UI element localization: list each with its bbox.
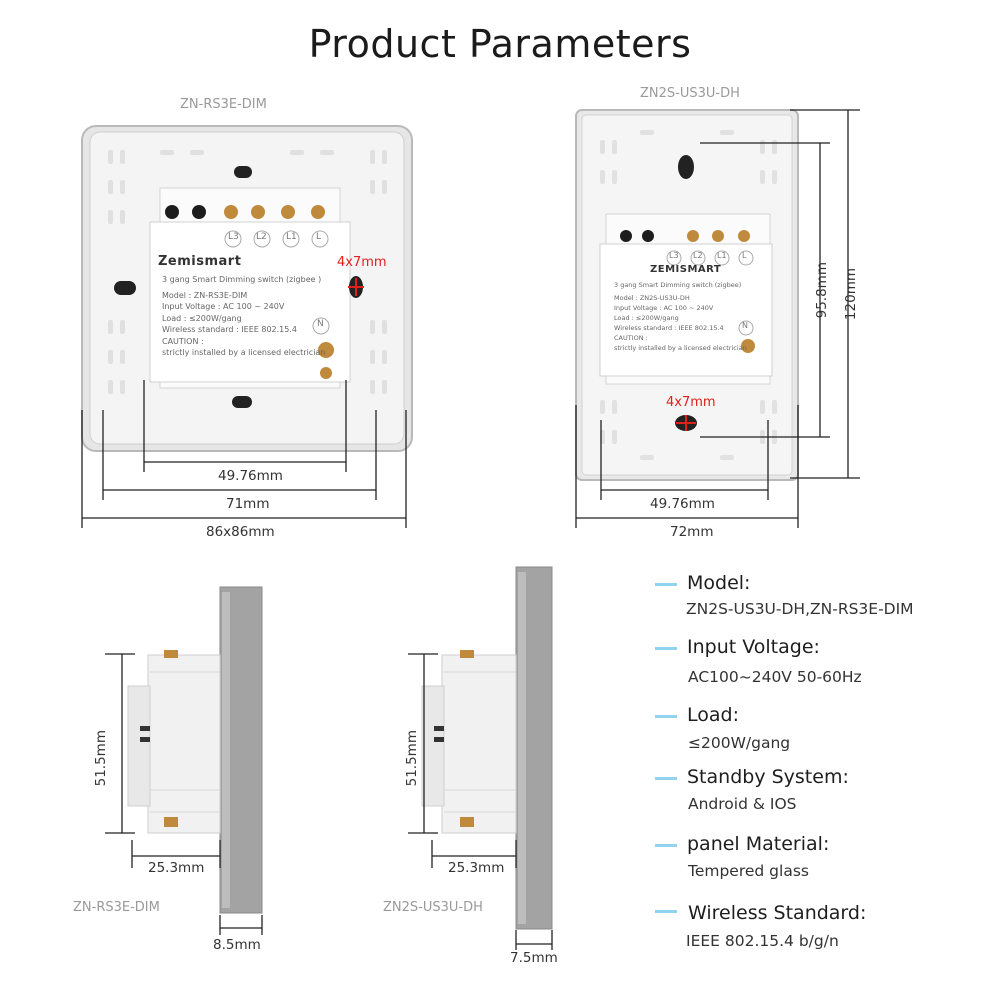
terminal-label: L1 (286, 232, 297, 242)
front-left-brand-logo: Zemismart (158, 254, 242, 269)
front-right-hole-size: 4x7mm (666, 395, 716, 410)
side-right-model-label: ZN2S-US3U-DH (383, 900, 483, 915)
page-title: Product Parameters (308, 22, 692, 66)
spec-value: Tempered glass (688, 862, 809, 880)
module-load-line: Load : ≤200W/gang (162, 313, 242, 323)
front-right-brand-logo: ZEMISMART (650, 264, 722, 275)
spec-label: Load: (687, 704, 739, 726)
bullet-dash (655, 583, 677, 586)
side-right-thickness: 7.5mm (510, 950, 558, 966)
terminal-label: L2 (693, 251, 703, 260)
module-load-line: Load : ≤200W/gang (614, 314, 679, 322)
terminal-label: L (742, 251, 747, 260)
side-right-depth: 25.3mm (448, 860, 505, 876)
terminal-label: L3 (228, 232, 239, 242)
spec-label: panel Material: (687, 833, 830, 855)
spec-value: ZN2S-US3U-DH,ZN-RS3E-DIM (686, 600, 914, 618)
module-voltage-line: Input Voltage : AC 100 ~ 240V (162, 302, 285, 311)
spec-value: ≤200W/gang (688, 734, 791, 752)
front-left-module-text: 3 gang Smart Dimming switch (zigbee ) Mo… (162, 274, 342, 359)
spec-label: Model: (687, 572, 751, 594)
module-wireless-line: Wireless standard : IEEE 802.15.4 (614, 324, 724, 332)
front-left-neutral-label: N (317, 319, 324, 329)
front-right-model-label: ZN2S-US3U-DH (640, 86, 740, 101)
module-wireless-line: Wireless standard : IEEE 802.15.4 (162, 325, 297, 334)
front-left-inner-width: 49.76mm (218, 468, 283, 484)
module-caution-line: CAUTION : (162, 336, 204, 346)
bullet-dash (655, 777, 677, 780)
spec-value: AC100~240V 50-60Hz (688, 668, 862, 686)
module-caution-line: CAUTION : (614, 334, 648, 342)
front-left-model-label: ZN-RS3E-DIM (180, 97, 267, 112)
bullet-dash (655, 715, 677, 718)
front-right-module-text: 3 gang Smart Dimming switch (zigbee) Mod… (614, 280, 764, 353)
spec-label: Wireless Standard: (688, 902, 867, 924)
spec-value: IEEE 802.15.4 b/g/n (686, 932, 839, 950)
module-voltage-line: Input Voltage : AC 100 ~ 240V (614, 304, 714, 312)
front-right-inner-width: 49.76mm (650, 496, 715, 512)
side-left-model-label: ZN-RS3E-DIM (73, 900, 160, 915)
module-product-line: 3 gang Smart Dimming switch (zigbee) (614, 281, 742, 289)
front-left-mid-width: 71mm (226, 496, 270, 512)
front-right-neutral-label: N (742, 321, 748, 330)
front-right-outer-width: 72mm (670, 524, 714, 540)
terminal-label: L1 (717, 251, 727, 260)
bullet-dash (655, 910, 677, 913)
module-model-line: Model : ZN2S-US3U-DH (614, 294, 690, 302)
terminal-label: L2 (256, 232, 267, 242)
module-install-line: strictly installed by a licensed electri… (162, 348, 326, 357)
terminal-label: L (316, 232, 322, 242)
spec-label: Standby System: (687, 766, 849, 788)
front-left-outer-size: 86x86mm (206, 524, 275, 540)
spec-list: Model: ZN2S-US3U-DH,ZN-RS3E-DIM Input Vo… (655, 0, 995, 1000)
terminal-label: L3 (669, 251, 679, 260)
side-left-depth: 25.3mm (148, 860, 205, 876)
bullet-dash (655, 844, 677, 847)
module-install-line: strictly installed by a licensed electri… (614, 344, 747, 352)
front-left-hole-size: 4x7mm (337, 255, 387, 270)
side-right-height: 51.5mm (404, 730, 420, 787)
module-product-line: 3 gang Smart Dimming switch (zigbee ) (162, 275, 322, 284)
module-model-line: Model : ZN-RS3E-DIM (162, 290, 248, 300)
spec-label: Input Voltage: (687, 636, 820, 658)
spec-value: Android & IOS (688, 795, 797, 813)
bullet-dash (655, 647, 677, 650)
side-left-thickness: 8.5mm (213, 937, 261, 953)
